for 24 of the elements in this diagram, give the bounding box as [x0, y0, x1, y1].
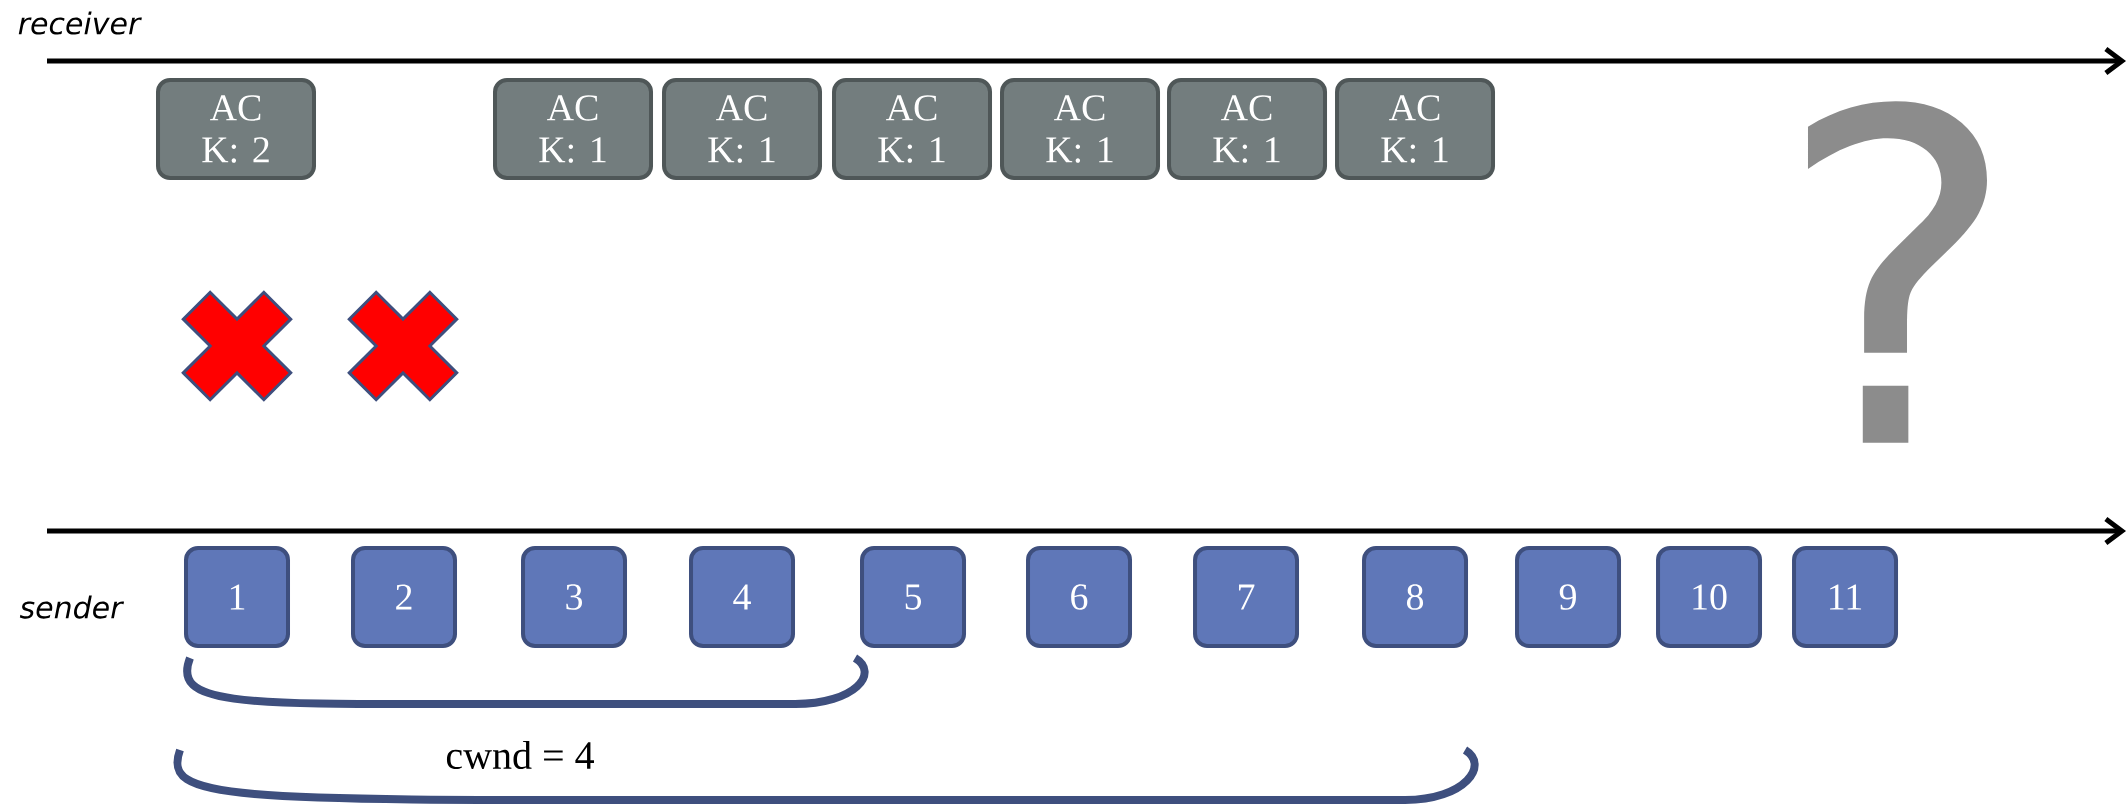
packet-box: 4 [689, 546, 795, 648]
packet-box: 10 [1656, 546, 1763, 648]
packet-box: 3 [521, 546, 627, 648]
cross-mark [347, 290, 459, 402]
ack-box: AC K: 1 [1167, 78, 1328, 180]
packet-box: 11 [1792, 546, 1899, 648]
ack-box: AC K: 1 [662, 78, 822, 180]
question-mark: ? [1808, 101, 1987, 443]
ack-box: AC K: 1 [1000, 78, 1160, 180]
axis-label: receiver [18, 11, 142, 35]
packet-box: 1 [184, 546, 290, 648]
packet-box: 8 [1362, 546, 1468, 648]
packet-box: 5 [860, 546, 966, 648]
axis-label: sender [19, 595, 125, 619]
packet-box: 7 [1193, 546, 1299, 648]
ack-box: AC K: 1 [832, 78, 992, 180]
packet-box: 6 [1026, 546, 1132, 648]
ack-box: AC K: 2 [156, 78, 316, 180]
cross-mark [181, 290, 293, 402]
packet-box: 2 [351, 546, 457, 648]
ack-box: AC K: 1 [493, 78, 653, 180]
window-label: cwnd = 4 [446, 740, 594, 770]
ack-box: AC K: 1 [1335, 78, 1495, 180]
packet-box: 9 [1515, 546, 1621, 648]
